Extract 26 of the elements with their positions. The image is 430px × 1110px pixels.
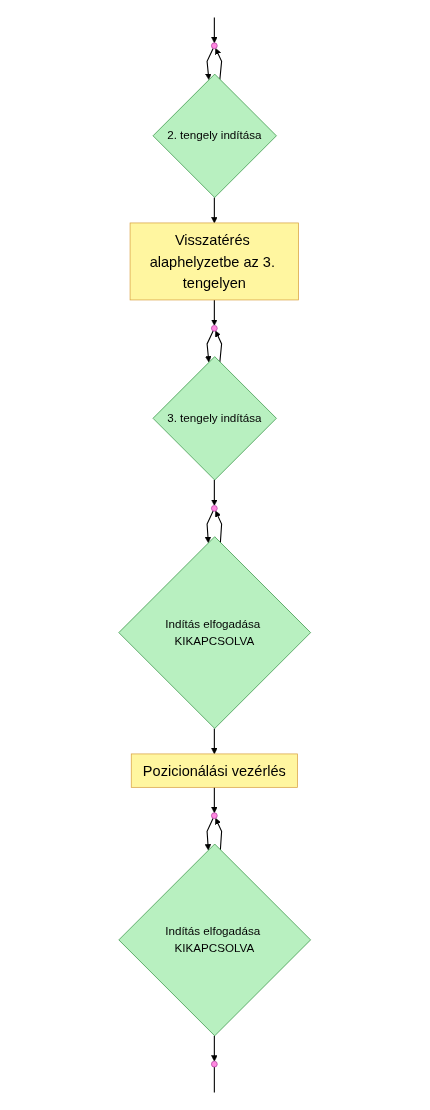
node-box: Visszatérés alaphelyzetbe az 3. tengelyen bbox=[130, 222, 300, 301]
node-circle bbox=[211, 1060, 218, 1068]
arrow bbox=[205, 510, 214, 543]
node-diamond: Indítás elfogadása KIKAPCSOLVA bbox=[118, 536, 312, 729]
arrow bbox=[215, 818, 223, 851]
arrow bbox=[211, 299, 218, 326]
arrow bbox=[211, 1035, 218, 1062]
arrow bbox=[215, 48, 223, 81]
node-box: Pozicionálási vezérlés bbox=[131, 753, 299, 788]
arrow bbox=[211, 727, 218, 755]
node-diamond: 2. tengely indítása bbox=[152, 73, 278, 198]
node-diamond: Indítás elfogadása KIKAPCSOLVA bbox=[118, 843, 312, 1037]
arrow bbox=[215, 330, 223, 363]
arrow bbox=[211, 16, 218, 44]
arrow bbox=[205, 330, 214, 363]
node-circle bbox=[211, 42, 218, 50]
arrow bbox=[205, 47, 214, 80]
node-circle bbox=[211, 812, 218, 819]
connector bbox=[214, 1066, 216, 1093]
node-diamond: 3. tengely indítása bbox=[152, 356, 278, 481]
arrow bbox=[211, 196, 218, 224]
arrow bbox=[211, 786, 218, 814]
node-circle bbox=[211, 505, 218, 512]
arrow bbox=[205, 817, 214, 851]
node-circle bbox=[211, 325, 218, 332]
arrow bbox=[211, 479, 218, 506]
